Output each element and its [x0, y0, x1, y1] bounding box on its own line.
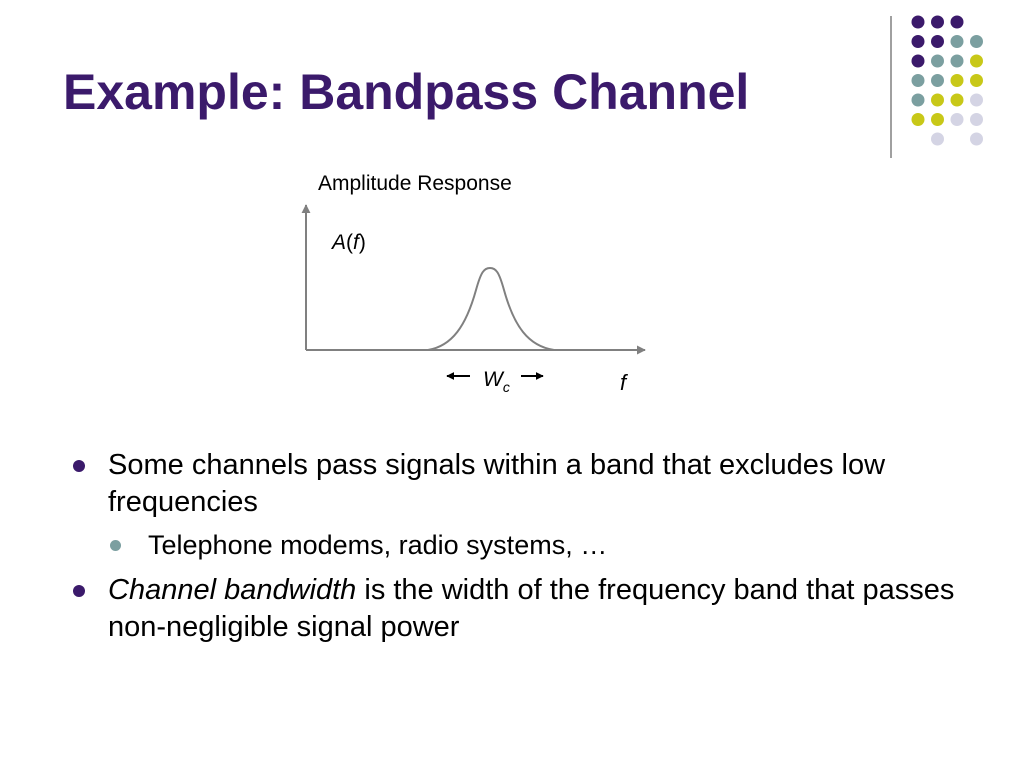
decorative-divider	[890, 16, 892, 158]
bullet-item: Channel bandwidth is the width of the fr…	[70, 572, 970, 646]
sub-bullet-dot-icon	[110, 540, 121, 551]
slide-title: Example: Bandpass Channel	[63, 64, 750, 120]
response-curve	[427, 266, 555, 351]
bullet-dot-icon	[73, 460, 85, 472]
bullet-dot-icon	[73, 585, 85, 597]
sub-bullet-text: Telephone modems, radio systems, …	[148, 530, 608, 560]
bullet-list: Some channels pass signals within a band…	[70, 447, 970, 654]
bandwidth-label: Wc	[483, 368, 510, 395]
sub-bullet-item: Telephone modems, radio systems, …	[70, 529, 970, 562]
x-axis-label: f	[620, 370, 629, 395]
diagram-caption: Amplitude Response	[318, 172, 512, 195]
bullet-text: Some channels pass signals within a band…	[108, 449, 886, 518]
y-axis-label: A(f)	[330, 231, 366, 254]
amplitude-response-diagram: Amplitude Response A(f) Wc f	[301, 172, 646, 395]
bullet-emphasis-text: Channel bandwidth	[108, 574, 357, 606]
bullet-text: is the width of the frequency band that …	[108, 574, 955, 643]
bullet-item: Some channels pass signals within a band…	[70, 447, 970, 521]
